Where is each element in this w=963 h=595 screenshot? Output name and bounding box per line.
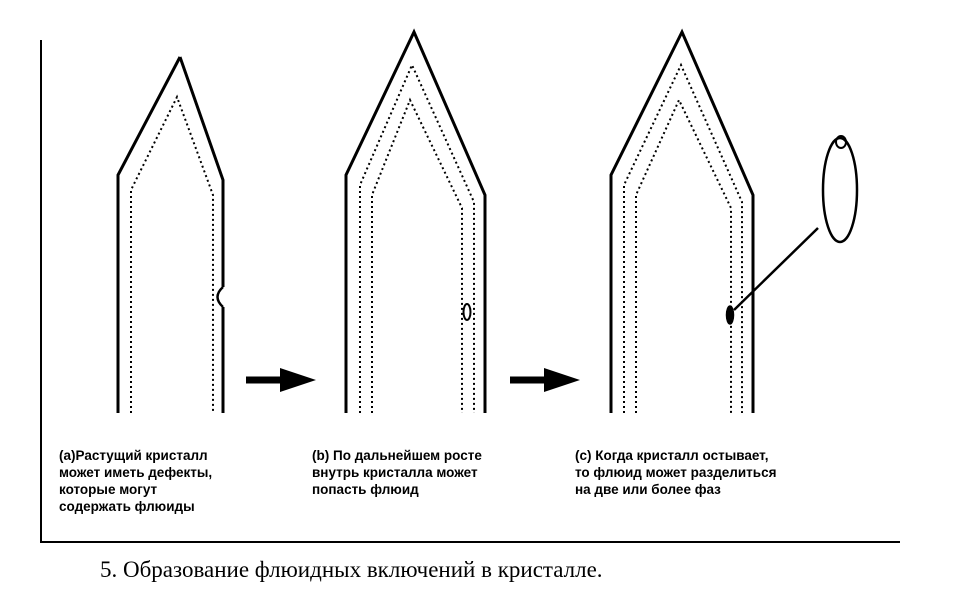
caption-a: (a)Растущий кристалл может иметь дефекты… [59, 448, 213, 514]
caption-b: (b) По дальнейшем росте внутрь кристалла… [312, 448, 482, 497]
crystal-b-growth-zone-inner [371, 97, 463, 413]
crystal-c-pointer-line [733, 227, 819, 311]
crystal-c-growth-zone-outer [623, 62, 743, 413]
crystal-a-right-edge [178, 56, 225, 287]
crystal-b-fluid-inclusion [462, 303, 472, 321]
crystal-b-outer-outline [344, 28, 487, 413]
crystal-c-fluid-inclusion [725, 305, 735, 325]
crystal-c-growth-zone-inner [635, 97, 732, 413]
crystal-a [116, 56, 225, 413]
caption-c: (c) Когда кристалл остывает, то флюид мо… [575, 448, 777, 497]
arrow-b-to-c [510, 368, 580, 392]
crystal-c-vapor-bubble [835, 135, 847, 149]
arrow-a-to-b [246, 368, 316, 392]
crystal-b-growth-zone-outer [359, 62, 475, 413]
frame-left-border [40, 40, 42, 543]
crystal-c-outer-outline [609, 28, 755, 413]
crystal-b [344, 28, 487, 413]
figure-title: 5. Образование флюидных включений в крис… [100, 557, 603, 582]
crystal-a-growth-zone [130, 94, 214, 413]
crystal-c-inclusion-magnified [821, 136, 859, 244]
crystal-c [609, 28, 859, 413]
crystal-a-defect-notch [216, 286, 224, 308]
frame-bottom-border [40, 541, 900, 543]
crystal-a-left-edge [116, 56, 182, 413]
